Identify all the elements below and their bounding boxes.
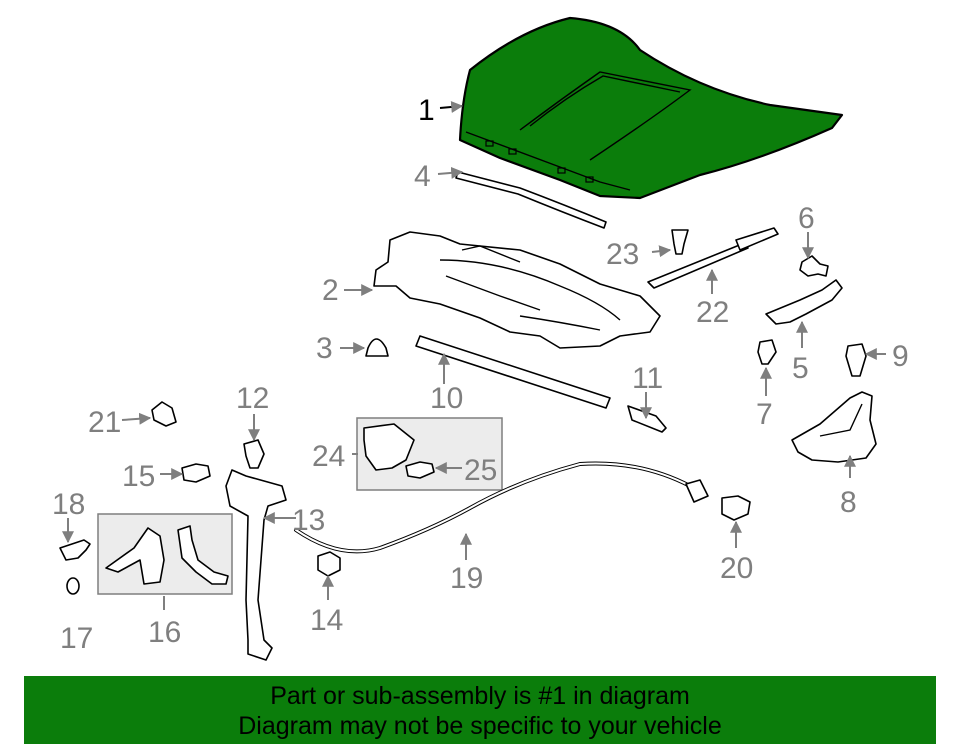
callout-24: 24 xyxy=(312,440,345,473)
callout-16: 16 xyxy=(148,616,181,649)
callout-1: 1 xyxy=(418,94,435,127)
clip-part-3[interactable] xyxy=(365,338,389,357)
callout-25: 25 xyxy=(464,454,497,487)
callout-21: 21 xyxy=(88,406,121,439)
bolt-part-25[interactable] xyxy=(405,461,435,479)
banner-line-2: Diagram may not be specific to your vehi… xyxy=(238,712,722,740)
bolt-part-7[interactable] xyxy=(757,339,777,365)
bolt-part-6[interactable] xyxy=(799,255,829,277)
clip-part-21[interactable] xyxy=(151,401,177,427)
leader-lines xyxy=(62,101,886,610)
bumper-part-23[interactable] xyxy=(671,229,689,255)
bolt-part-18[interactable] xyxy=(59,539,91,561)
callout-17: 17 xyxy=(60,622,93,655)
release-cable-part-19[interactable] xyxy=(294,461,709,554)
callout-13: 13 xyxy=(292,504,325,537)
callout-7: 7 xyxy=(756,398,773,431)
callout-15: 15 xyxy=(122,460,155,493)
callout-10: 10 xyxy=(430,382,463,415)
hood-insulator-part-2[interactable] xyxy=(373,231,661,349)
grommet-part-17[interactable] xyxy=(66,577,80,595)
callout-labels: 1 4 2 3 10 11 23 22 6 5 7 9 8 21 12 15 2… xyxy=(52,94,909,655)
callout-6: 6 xyxy=(798,202,815,235)
hinge-part-5[interactable] xyxy=(765,279,843,325)
hood-seal-part-4[interactable] xyxy=(455,171,607,229)
callout-2: 2 xyxy=(322,274,339,307)
callout-11: 11 xyxy=(632,362,663,395)
bolt-part-20[interactable] xyxy=(721,495,751,521)
callout-23: 23 xyxy=(606,238,639,271)
hood-part-1[interactable] xyxy=(458,16,844,200)
latch-support-part-24[interactable] xyxy=(363,423,415,471)
callout-9: 9 xyxy=(892,340,909,373)
latch-assembly-part-16[interactable] xyxy=(105,525,229,585)
release-bracket-part-13[interactable] xyxy=(225,469,287,661)
callout-22: 22 xyxy=(696,296,729,329)
bolt-part-9[interactable] xyxy=(845,343,867,377)
bolt-part-15[interactable] xyxy=(181,463,211,483)
latch-part-8[interactable] xyxy=(791,391,877,463)
callout-14: 14 xyxy=(310,604,343,637)
banner-line-1: Part or sub-assembly is #1 in diagram xyxy=(270,682,690,710)
callout-20: 20 xyxy=(720,552,753,585)
callout-12: 12 xyxy=(236,382,269,415)
bolt-part-12[interactable] xyxy=(243,439,265,469)
info-banner: Part or sub-assembly is #1 in diagram Di… xyxy=(24,676,936,744)
callout-19: 19 xyxy=(450,562,483,595)
callout-5: 5 xyxy=(792,352,809,385)
callout-8: 8 xyxy=(840,486,857,519)
nut-part-14[interactable] xyxy=(317,551,341,577)
weatherstrip-part-10[interactable] xyxy=(415,335,611,409)
callout-4: 4 xyxy=(414,160,431,193)
callout-3: 3 xyxy=(316,332,333,365)
strut-part-22[interactable] xyxy=(647,227,779,289)
callout-18: 18 xyxy=(52,488,85,521)
